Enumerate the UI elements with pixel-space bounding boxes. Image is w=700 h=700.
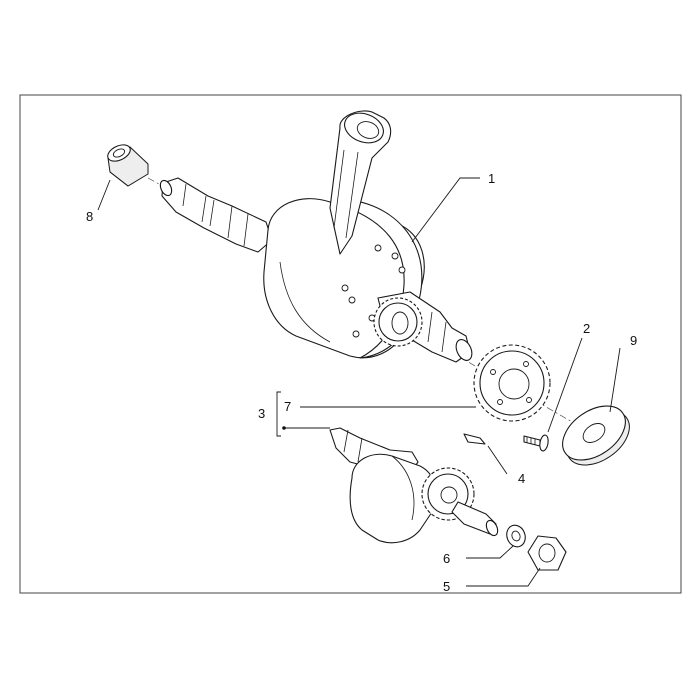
- leader-lines: [97, 177, 621, 587]
- bracket-part-3: [276, 391, 281, 437]
- key-part-4: [463, 433, 486, 445]
- callout-label-6: 6: [443, 551, 450, 566]
- washer-part-6: [506, 524, 526, 548]
- screw-part-2: [523, 434, 549, 452]
- connecting-rod: [329, 110, 392, 255]
- callout-label-1: 1: [488, 171, 495, 186]
- diagram-frame: [19, 94, 682, 594]
- lower-crankshaft-assembly: [329, 427, 499, 544]
- callout-label-3: 3: [258, 406, 265, 421]
- bushing-part-8: [107, 144, 149, 187]
- left-shaft: [159, 177, 273, 253]
- callout-label-8: 8: [86, 209, 93, 224]
- nut-part-5: [527, 535, 567, 571]
- callout-label-7: 7: [284, 399, 291, 414]
- callout-label-2: 2: [583, 321, 590, 336]
- washer-part-9: [562, 405, 630, 466]
- timing-gear-part-7: [473, 344, 551, 422]
- crank-sprocket: [373, 297, 423, 347]
- callout-label-9: 9: [630, 333, 637, 348]
- crankshaft-assembly: [107, 110, 601, 439]
- bullet-dot: [282, 426, 286, 430]
- callout-label-4: 4: [518, 471, 525, 486]
- callout-label-5: 5: [443, 579, 450, 594]
